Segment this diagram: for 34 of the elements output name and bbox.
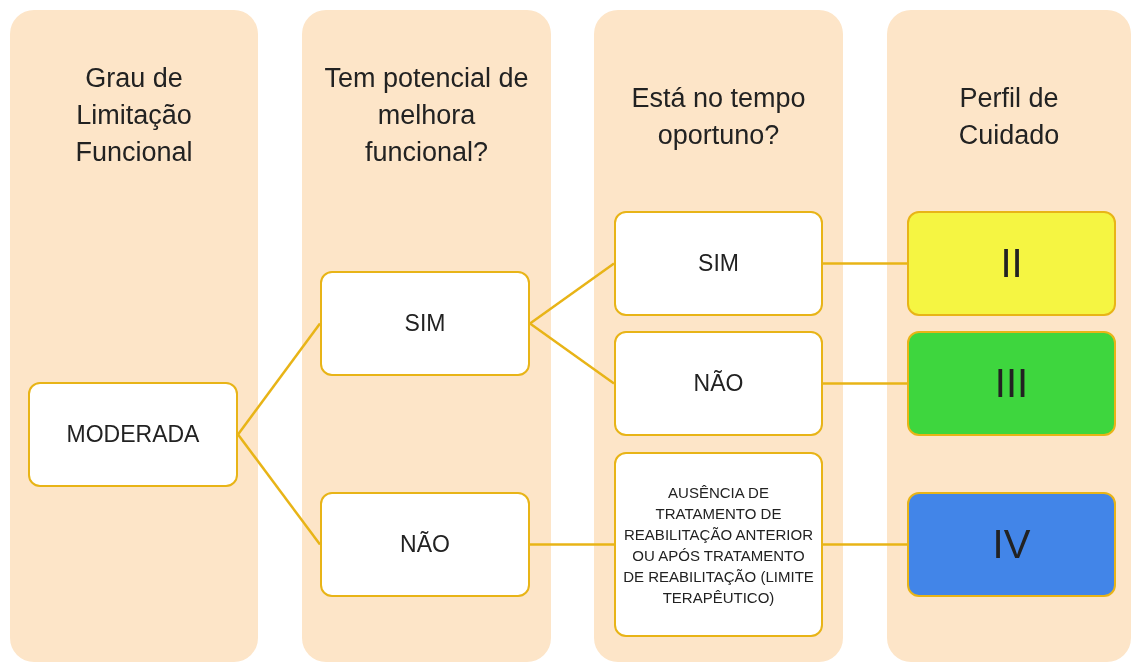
care-profile-box [907,492,1116,597]
box-label: II [1000,241,1023,286]
column-panel [594,10,843,662]
box-label: III [994,361,1029,406]
care-profile-box [907,331,1116,436]
connector-line [530,543,614,546]
connector-line [823,262,907,265]
connector-line [823,382,907,385]
decision-box [614,452,823,637]
box-label: AUSÊNCIA DE TRATAMENTO DE REABILITAÇÃO ANTERIOR OU APÓS TRATAMENTO DE REABILITAÇÃO (LIMITE TERAPÊUTICO) [622,482,815,608]
column-heading: Perfil de Cuidado [958,83,1060,150]
box-label: MODERADA [66,421,200,448]
box-label: NÃO [400,531,450,558]
box-label: IV [992,522,1031,567]
column-heading: Está no tempo oportuno? [631,83,806,150]
column-panel [10,10,258,662]
column-panel [887,10,1131,662]
column-panel [302,10,551,662]
decision-box [320,492,530,597]
box-label: SIM [404,310,446,337]
decision-box [614,211,823,316]
decision-box [614,331,823,436]
connector-line [237,322,321,436]
box-label: NÃO [693,370,744,397]
column-heading: Grau de Limitação Funcional [75,63,193,167]
care-profile-box [907,211,1116,316]
connector-line [529,262,615,325]
column-heading: Tem potencial de melhora funcional? [324,63,529,167]
connector-line [823,543,907,546]
connector-line [529,322,615,385]
decision-box [320,271,530,376]
box-label: SIM [698,250,739,277]
connector-line [237,433,321,546]
decision-box [28,382,238,487]
